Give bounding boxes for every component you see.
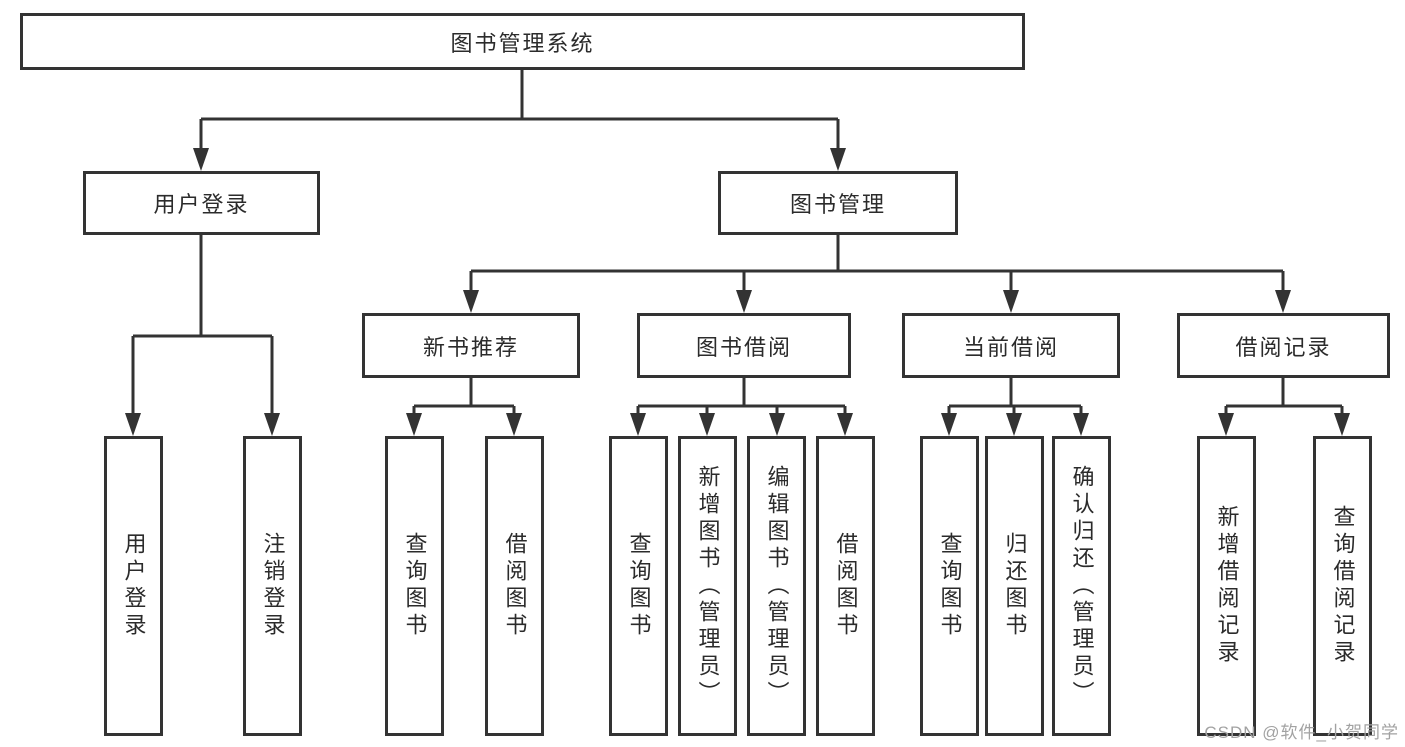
leaf-query-borrow-record-label: 查询借阅记录 [1330, 505, 1356, 667]
leaf-borrow-book-recommend: 借阅图书 [485, 436, 544, 736]
leaf-query-book-recommend: 查询图书 [385, 436, 444, 736]
arrowhead-icon [1073, 413, 1089, 436]
leaf-query-book-recommend-label: 查询图书 [402, 532, 428, 640]
arrowhead-icon [830, 148, 846, 171]
node-current-borrow-label: 当前借阅 [962, 334, 1059, 360]
leaf-borrow-book: 借阅图书 [816, 436, 875, 736]
node-book-management-label: 图书管理 [789, 192, 886, 217]
leaf-query-book-borrow: 查询图书 [609, 436, 668, 736]
leaf-edit-book-admin: 编辑图书（管理员） [747, 436, 806, 736]
node-borrow-record: 借阅记录 [1177, 313, 1390, 378]
arrowhead-icon [1218, 413, 1234, 436]
leaf-add-book-admin: 新增图书（管理员） [678, 436, 737, 736]
arrowhead-icon [125, 413, 141, 436]
leaf-user-login: 用户登录 [104, 436, 163, 736]
leaf-query-book-borrow-label: 查询图书 [626, 532, 652, 640]
arrowhead-icon [506, 413, 522, 436]
arrowhead-icon [630, 413, 646, 436]
node-user-login: 用户登录 [83, 171, 320, 235]
leaf-add-borrow-record: 新增借阅记录 [1197, 436, 1256, 736]
arrowhead-icon [1334, 413, 1350, 436]
leaf-borrow-book-label: 借阅图书 [833, 532, 859, 640]
arrowhead-icon [463, 290, 479, 313]
leaf-return-book-label: 归还图书 [1002, 532, 1028, 640]
arrowhead-icon [1006, 413, 1022, 436]
leaf-return-book: 归还图书 [985, 436, 1044, 736]
arrowhead-icon [769, 413, 785, 436]
leaf-query-borrow-record: 查询借阅记录 [1313, 436, 1372, 736]
node-new-book-recommend: 新书推荐 [362, 313, 580, 378]
arrowhead-icon [1275, 290, 1291, 313]
leaf-add-book-admin-label: 新增图书（管理员） [695, 464, 721, 708]
arrowhead-icon [699, 413, 715, 436]
leaf-logout-label: 注销登录 [260, 532, 286, 640]
node-borrow-record-label: 借阅记录 [1235, 334, 1332, 360]
arrowheads [125, 148, 1350, 436]
arrowhead-icon [736, 290, 752, 313]
node-book-borrow: 图书借阅 [637, 313, 851, 378]
leaf-borrow-book-recommend-label: 借阅图书 [502, 532, 528, 640]
leaf-query-book-current-label: 查询图书 [937, 532, 963, 640]
leaf-add-borrow-record-label: 新增借阅记录 [1214, 505, 1240, 667]
arrowhead-icon [941, 413, 957, 436]
node-current-borrow: 当前借阅 [902, 313, 1120, 378]
leaf-logout: 注销登录 [243, 436, 302, 736]
node-root-label: 图书管理系统 [450, 30, 595, 56]
node-book-management: 图书管理 [718, 171, 958, 235]
arrowhead-icon [1003, 290, 1019, 313]
arrowhead-icon [406, 413, 422, 436]
node-root: 图书管理系统 [20, 13, 1025, 70]
node-book-borrow-label: 图书借阅 [695, 334, 792, 360]
node-user-login-label: 用户登录 [153, 192, 250, 217]
arrowhead-icon [193, 148, 209, 171]
leaf-user-login-label: 用户登录 [121, 532, 147, 640]
leaf-confirm-return-admin: 确认归还（管理员） [1052, 436, 1111, 736]
leaf-query-book-current: 查询图书 [920, 436, 979, 736]
node-new-book-recommend-label: 新书推荐 [422, 334, 519, 360]
csdn-watermark: CSDN @软件_小贺同学 [1204, 723, 1399, 742]
arrowhead-icon [264, 413, 280, 436]
leaf-confirm-return-admin-label: 确认归还（管理员） [1069, 464, 1095, 708]
arrowhead-icon [837, 413, 853, 436]
leaf-edit-book-admin-label: 编辑图书（管理员） [764, 464, 790, 708]
